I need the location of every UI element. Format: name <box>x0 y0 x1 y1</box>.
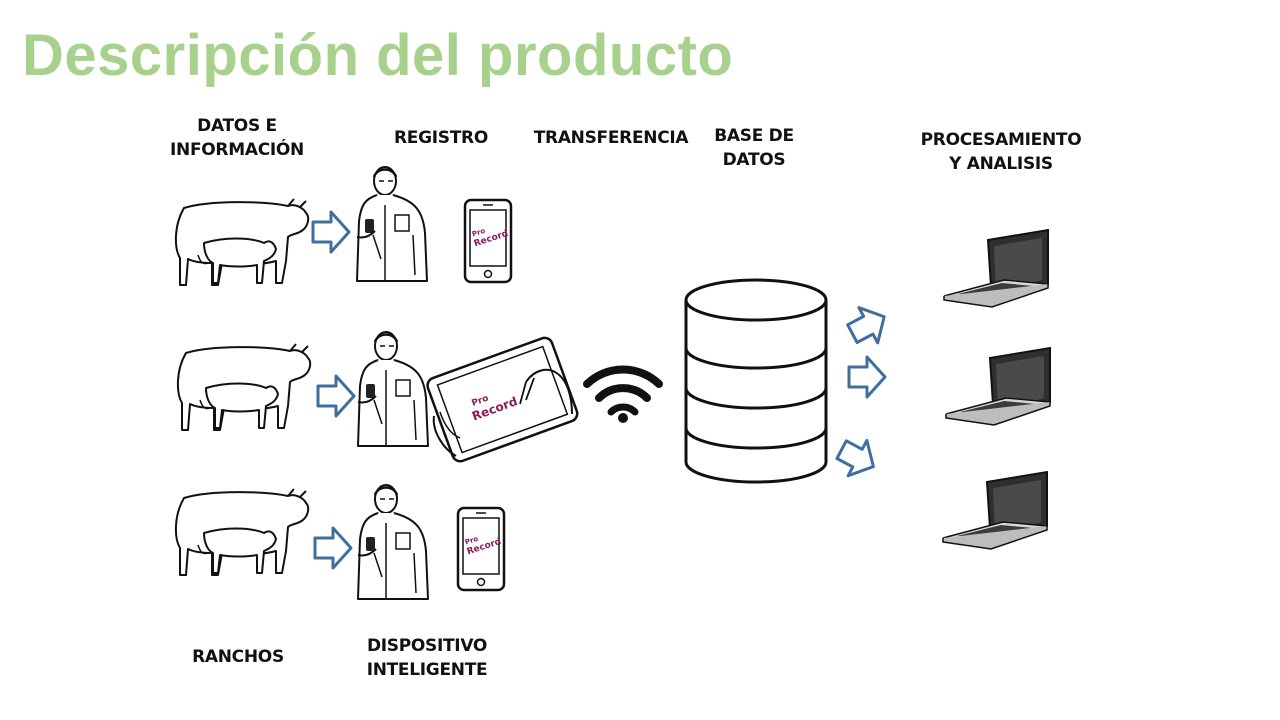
arrow-right-icon <box>311 210 351 254</box>
arrow-right-icon <box>847 355 887 399</box>
database-icon <box>684 278 828 484</box>
smartphone-icon <box>456 506 506 592</box>
page-title: Descripción del producto <box>22 23 734 88</box>
laptop-icon <box>942 471 1048 550</box>
arrow-up-right-icon <box>841 297 896 353</box>
farmer-icon <box>356 483 430 601</box>
smartphone-icon <box>463 198 513 284</box>
tablet-icon: Pro Record <box>426 336 579 463</box>
label-registro: REGISTRO <box>394 128 488 148</box>
arrow-right-icon <box>316 374 356 418</box>
label-transferencia: TRANSFERENCIA <box>533 128 689 148</box>
arrow-down-right-icon <box>830 430 885 486</box>
label-ranchos: RANCHOS <box>192 647 284 667</box>
farmer-icon <box>356 330 430 448</box>
laptop-icon <box>945 347 1051 426</box>
cow-and-calf-icon <box>174 488 310 576</box>
arrow-right-icon <box>313 526 353 570</box>
farmer-icon <box>355 165 429 283</box>
laptop-icon <box>943 229 1049 308</box>
wifi-icon <box>583 365 663 423</box>
cow-and-calf-icon <box>174 198 310 286</box>
cow-and-calf-icon <box>176 343 312 431</box>
